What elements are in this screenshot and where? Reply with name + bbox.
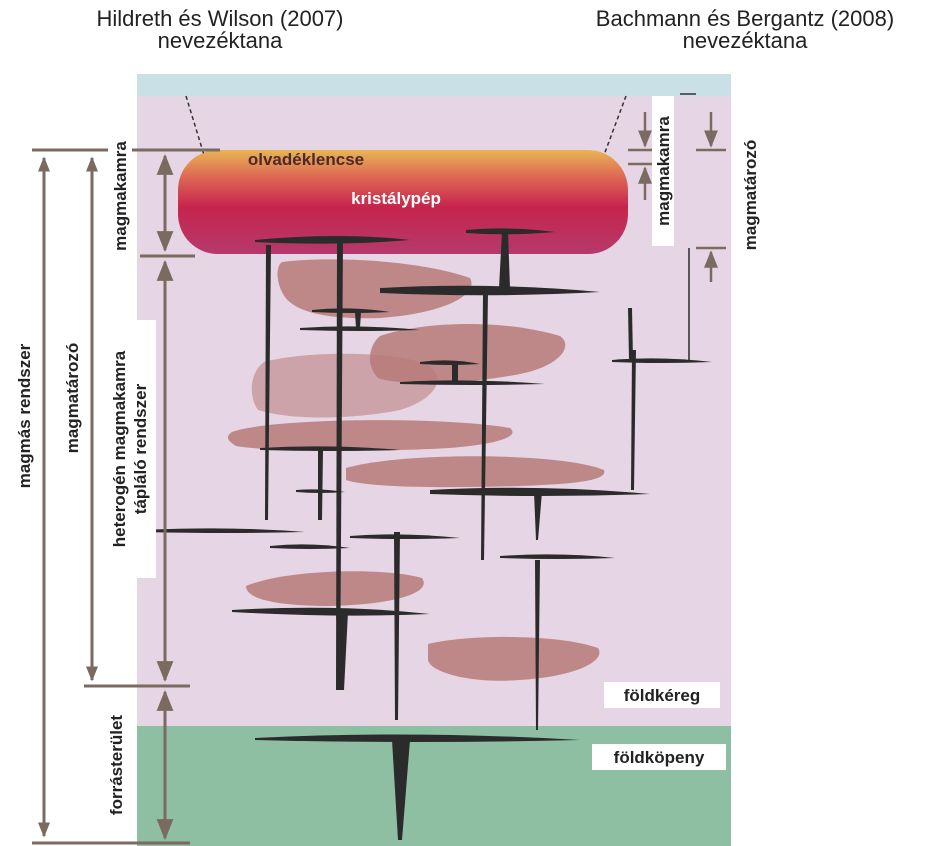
left-header: Hildreth és Wilson (2007) nevezéktana [40,8,400,52]
crystal-mush-label: kristálypép [351,189,441,208]
dike-network [145,228,712,840]
feeder-system-label-line1: heterogén magmakamra [110,350,129,547]
feeder-system-label-line2: tápláló rendszer [131,383,150,514]
melt-pockets [227,259,605,681]
melt-lens-label: olvadéklencse [248,150,364,169]
crust-label-box [604,682,720,708]
crystal-mush-body [178,150,628,254]
left-header-title: Hildreth és Wilson (2007) [96,6,344,31]
magmatic-system-label: magmás rendszer [15,343,34,488]
right-reservoir-label-box [738,110,762,280]
right-dashed-guide [603,95,627,156]
mantle-label-box [592,744,726,770]
right-chamber-label-box [652,96,674,246]
magma-reservoir-label-right: magmatározó [741,140,760,251]
right-header-title: Bachmann és Bergantz (2008) [595,6,895,31]
source-region-label-box [104,690,128,840]
crust-label: földkéreg [624,686,701,705]
left-arrows [38,153,174,841]
left-dashed-guide [185,95,205,156]
right-header: Bachmann és Bergantz (2008) nevezéktana [560,8,930,52]
sky-band [137,74,731,96]
magmatic-system-label-box [12,330,36,502]
magma-chamber-label-left: magmakamra [111,141,130,251]
feeder-system-label-box [104,320,156,578]
magma-chamber-label-right: magmakamra [654,116,673,226]
right-header-subtitle: nevezéktana [682,28,808,53]
mantle-label: földköpeny [614,748,705,767]
left-header-subtitle: nevezéktana [157,28,283,53]
magma-chamber-label-box-left [108,122,132,270]
source-region-label: forrásterület [107,715,126,815]
magma-reservoir-label-left: magmatározó [63,343,82,454]
